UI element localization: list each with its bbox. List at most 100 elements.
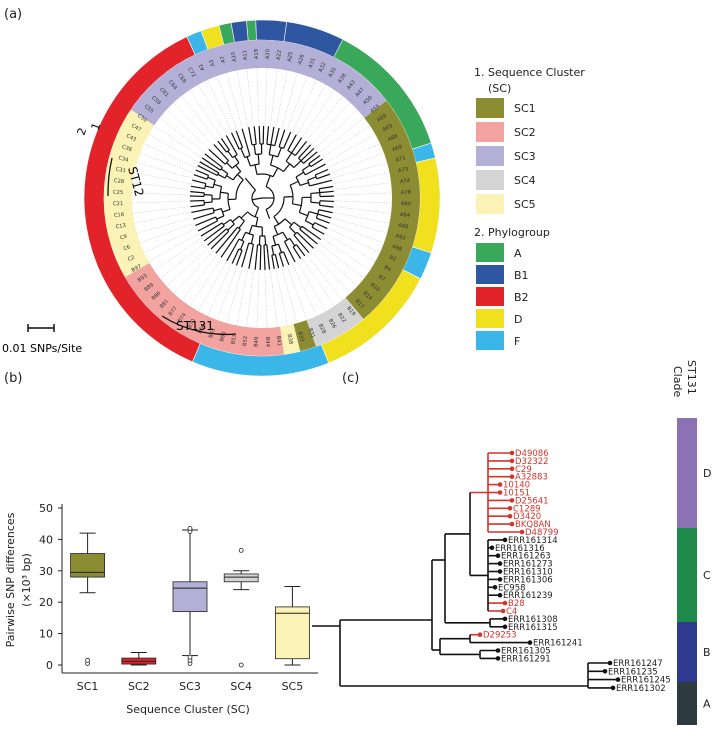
tree-arc bbox=[273, 196, 285, 218]
tree-branch bbox=[315, 168, 329, 176]
tree-branch bbox=[213, 183, 222, 188]
tree-branch bbox=[209, 171, 218, 177]
leaf-node bbox=[492, 585, 498, 590]
leaf-label: B28 bbox=[317, 323, 327, 335]
clade-label-b: B bbox=[703, 646, 711, 659]
tree-arc bbox=[245, 231, 254, 236]
leaf-connector bbox=[236, 268, 249, 327]
tree-branch bbox=[197, 165, 211, 173]
tree-arc bbox=[206, 175, 210, 180]
tree-branch bbox=[299, 211, 308, 217]
legend-swatch-b1 bbox=[476, 265, 504, 284]
tree-branch bbox=[240, 211, 249, 219]
leaf-connector bbox=[216, 75, 238, 131]
leaf-label: ERR161302 bbox=[616, 684, 666, 694]
tree-branch bbox=[195, 169, 209, 176]
leaf-label: A84 bbox=[400, 212, 411, 219]
tree-branch bbox=[206, 212, 215, 216]
tree-branch bbox=[208, 148, 220, 160]
leaf-label: A69 bbox=[391, 144, 403, 153]
leaf-connector bbox=[226, 267, 243, 325]
tree-branch bbox=[207, 176, 216, 181]
leaf-label: A47 bbox=[354, 87, 365, 99]
tree-arc bbox=[232, 154, 238, 159]
leaf-connector bbox=[329, 152, 385, 174]
tree-branch bbox=[245, 242, 250, 252]
leaf-connector bbox=[301, 88, 335, 139]
leaf-connector bbox=[291, 263, 318, 318]
clade-header-line2: Clade bbox=[671, 366, 684, 397]
tree-branch bbox=[220, 138, 230, 151]
legend-swatch-f bbox=[476, 331, 504, 350]
leaf-label: C13 bbox=[115, 223, 126, 231]
tree-branch bbox=[258, 235, 261, 245]
leaf-node bbox=[495, 648, 501, 653]
legend-swatch-a bbox=[476, 243, 504, 262]
tree-branch bbox=[283, 251, 290, 266]
leaf-connector bbox=[281, 71, 298, 129]
leaf-label: B19 bbox=[345, 306, 356, 318]
leaf-node bbox=[615, 677, 621, 682]
leaf-label: C68 bbox=[176, 73, 187, 85]
tree-branch bbox=[231, 215, 240, 223]
tree-branch bbox=[289, 180, 299, 186]
phylogroup-segment-a bbox=[246, 19, 257, 41]
leaf-label: A74 bbox=[400, 178, 411, 185]
leaf-label: B22 bbox=[336, 312, 347, 324]
tree-branch bbox=[208, 216, 216, 221]
tree-branch bbox=[220, 236, 236, 258]
leaf-connector bbox=[139, 152, 195, 174]
leaf-connector bbox=[332, 172, 391, 185]
leaf-label: A88 bbox=[398, 223, 409, 231]
leaf-label: C6 bbox=[123, 244, 132, 252]
tree-branch bbox=[305, 220, 314, 226]
leaf-label: A66 bbox=[387, 133, 399, 143]
st131-tree-branches bbox=[312, 452, 618, 689]
tree-arc bbox=[266, 143, 275, 147]
leaf-label: ERR161305 bbox=[501, 647, 551, 657]
tree-branch bbox=[200, 227, 215, 237]
tree-arc bbox=[298, 157, 304, 164]
st131-bracket bbox=[161, 315, 237, 336]
tree-branch bbox=[319, 200, 334, 203]
tree-branch bbox=[293, 160, 302, 169]
tree-branch bbox=[190, 185, 205, 190]
leaf-connector bbox=[226, 71, 243, 129]
leaf-connector bbox=[297, 260, 327, 313]
leaf-label: B2 bbox=[388, 255, 397, 263]
box-sc3 bbox=[172, 526, 208, 666]
leaf-connector bbox=[158, 116, 206, 154]
tree-branch bbox=[216, 215, 225, 220]
tree-branch bbox=[265, 175, 271, 187]
leaf-connector bbox=[306, 94, 344, 142]
box-sc4 bbox=[223, 547, 259, 668]
tree-branch bbox=[303, 151, 318, 164]
tree-arc bbox=[273, 218, 286, 228]
leaf-node bbox=[509, 458, 515, 464]
leaf-connector bbox=[275, 268, 288, 327]
leaf-label: ERR161263 bbox=[501, 552, 551, 562]
leaf-node bbox=[502, 624, 508, 630]
tree-branch bbox=[190, 204, 205, 208]
legend-label-sc5: SC5 bbox=[514, 198, 536, 211]
tree-arc bbox=[212, 179, 216, 188]
leaf-label: C28 bbox=[114, 178, 125, 185]
leaf-label: A1 bbox=[198, 63, 206, 72]
leaf-label: A20 bbox=[265, 49, 271, 59]
tree-branch bbox=[289, 226, 297, 234]
leaf-label: A19 bbox=[254, 49, 260, 59]
leaf-label: B44 bbox=[264, 337, 270, 348]
leaf-label: B26 bbox=[327, 318, 337, 330]
tree-branch bbox=[226, 175, 234, 181]
tree-branch bbox=[318, 209, 333, 214]
legend-label-f: F bbox=[514, 335, 520, 348]
leaf-connector bbox=[310, 101, 352, 146]
tree-arc bbox=[212, 207, 215, 213]
tree-branch bbox=[302, 164, 311, 171]
legend-sc-title: 1. Sequence Cluster bbox=[474, 66, 585, 79]
tree-branch bbox=[226, 246, 236, 262]
cluster-segment-sc4 bbox=[306, 297, 364, 347]
